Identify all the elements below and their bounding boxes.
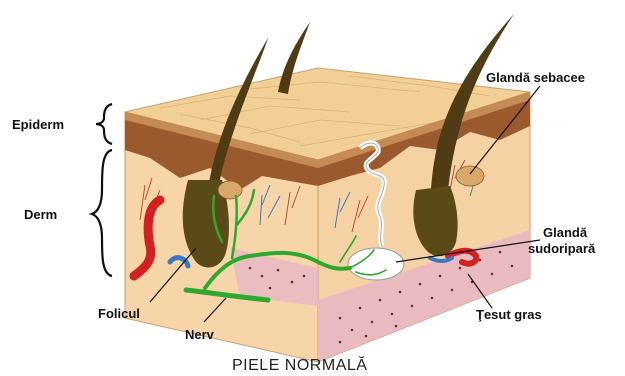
label-sweat-gland-line1: Glandă — [543, 225, 588, 240]
sebaceous-gland-right — [456, 166, 484, 186]
label-sweat-gland-line2: sudoripară — [528, 241, 596, 256]
label-nerve: Nerv — [185, 327, 215, 342]
diagram-caption: PIELE NORMALĂ — [232, 355, 367, 374]
derm-brace — [92, 150, 112, 276]
label-epiderm: Epiderm — [12, 117, 64, 132]
epiderm-brace — [96, 104, 112, 144]
label-follicle: Folicul — [98, 306, 140, 321]
label-derm: Derm — [24, 207, 57, 222]
label-sebaceous-gland: Glandă sebacee — [486, 70, 585, 85]
label-fat-tissue: Ţesut gras — [476, 307, 542, 322]
sebaceous-gland-left — [218, 181, 242, 199]
